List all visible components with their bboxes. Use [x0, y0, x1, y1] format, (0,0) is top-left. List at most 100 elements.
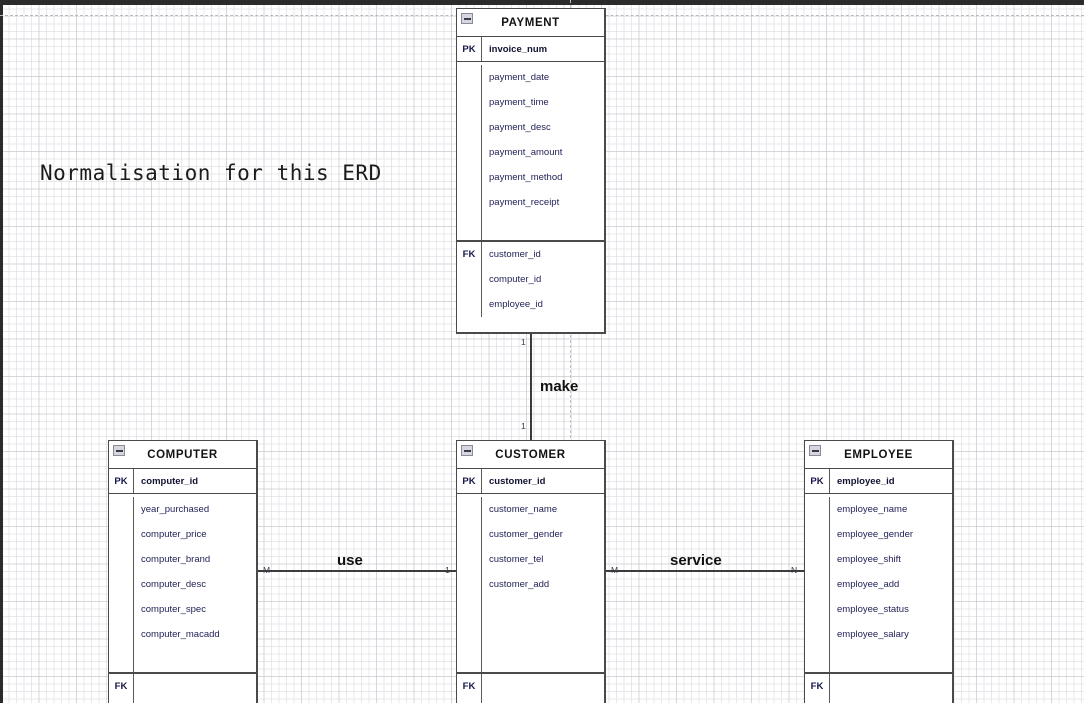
- entity-computer-name: COMPUTER: [147, 448, 218, 461]
- window-left-strip: [0, 0, 3, 703]
- connector-make[interactable]: [530, 334, 532, 440]
- relationship-label-use: use: [337, 552, 363, 569]
- table-row[interactable]: FK customer_id: [457, 242, 604, 267]
- entity-employee[interactable]: EMPLOYEE PK employee_id employee_name em…: [804, 440, 954, 703]
- table-row[interactable]: employee_gender: [805, 522, 952, 547]
- customer-foreign-keys: FK: [457, 672, 604, 703]
- payment-foreign-keys: FK customer_id computer_id employee_id: [457, 240, 604, 317]
- computer-attr-5: computer_macadd: [141, 629, 220, 640]
- payment-attributes: payment_date payment_time payment_desc p…: [457, 62, 604, 240]
- computer-attr-1: computer_price: [141, 529, 207, 540]
- customer-attr-1: customer_gender: [489, 529, 563, 540]
- collapse-minus-icon[interactable]: [113, 445, 125, 456]
- employee-attr-5: employee_salary: [837, 629, 909, 640]
- customer-fk-label: FK: [457, 674, 482, 699]
- table-row[interactable]: PK computer_id: [109, 469, 256, 494]
- table-row[interactable]: PK customer_id: [457, 469, 604, 494]
- key-blank: [457, 547, 482, 572]
- table-row[interactable]: customer_name: [457, 497, 604, 522]
- entity-payment-header[interactable]: PAYMENT: [457, 9, 604, 37]
- payment-fk-1: computer_id: [489, 274, 542, 285]
- entity-customer[interactable]: CUSTOMER PK customer_id customer_name cu…: [456, 440, 606, 703]
- table-row[interactable]: FK: [457, 674, 604, 699]
- table-row[interactable]: computer_desc: [109, 572, 256, 597]
- computer-pk-field: computer_id: [141, 475, 199, 487]
- connector-service[interactable]: [606, 570, 804, 572]
- entity-employee-header[interactable]: EMPLOYEE: [805, 441, 952, 469]
- table-row[interactable]: customer_gender: [457, 522, 604, 547]
- collapse-minus-icon[interactable]: [809, 445, 821, 456]
- entity-employee-name: EMPLOYEE: [844, 448, 913, 461]
- collapse-minus-icon[interactable]: [461, 445, 473, 456]
- table-row[interactable]: employee_add: [805, 572, 952, 597]
- table-row[interactable]: employee_id: [457, 292, 604, 317]
- table-row-spacer: [805, 699, 952, 703]
- employee-attr-0: employee_name: [837, 504, 908, 515]
- table-row[interactable]: customer_add: [457, 572, 604, 597]
- table-row[interactable]: computer_price: [109, 522, 256, 547]
- key-blank: [805, 597, 830, 622]
- entity-computer-header[interactable]: COMPUTER: [109, 441, 256, 469]
- customer-pk-label: PK: [457, 469, 482, 493]
- key-blank: [109, 699, 134, 703]
- payment-fk-label: FK: [457, 242, 482, 267]
- table-row[interactable]: payment_amount: [457, 140, 604, 165]
- key-blank: [457, 165, 482, 190]
- computer-attr-4: computer_spec: [141, 604, 206, 615]
- key-blank: [457, 622, 482, 647]
- payment-attr-2: payment_desc: [489, 122, 551, 133]
- entity-payment[interactable]: PAYMENT PK invoice_num payment_date paym…: [456, 8, 606, 334]
- table-row[interactable]: employee_name: [805, 497, 952, 522]
- key-blank: [457, 699, 482, 703]
- payment-attr-1: payment_time: [489, 97, 549, 108]
- employee-foreign-keys: FK: [805, 672, 952, 703]
- employee-fk-label: FK: [805, 674, 830, 699]
- table-row[interactable]: computer_macadd: [109, 622, 256, 647]
- table-row[interactable]: computer_spec: [109, 597, 256, 622]
- entity-computer[interactable]: COMPUTER PK computer_id year_purchased c…: [108, 440, 258, 703]
- cardinality-use-left: M: [263, 565, 271, 575]
- table-row[interactable]: payment_receipt: [457, 190, 604, 215]
- diagram-title: Normalisation for this ERD: [40, 161, 382, 185]
- key-blank: [457, 90, 482, 115]
- table-row-spacer: [457, 699, 604, 703]
- table-row[interactable]: customer_tel: [457, 547, 604, 572]
- table-row[interactable]: payment_desc: [457, 115, 604, 140]
- table-row[interactable]: FK: [109, 674, 256, 699]
- table-row[interactable]: payment_time: [457, 90, 604, 115]
- table-row[interactable]: PK employee_id: [805, 469, 952, 494]
- table-row[interactable]: employee_status: [805, 597, 952, 622]
- table-row[interactable]: computer_brand: [109, 547, 256, 572]
- entity-payment-name: PAYMENT: [501, 16, 560, 29]
- collapse-minus-icon[interactable]: [461, 13, 473, 24]
- table-row[interactable]: payment_date: [457, 65, 604, 90]
- table-row[interactable]: employee_salary: [805, 622, 952, 647]
- entity-customer-header[interactable]: CUSTOMER: [457, 441, 604, 469]
- key-blank: [457, 267, 482, 292]
- table-row[interactable]: PK invoice_num: [457, 37, 604, 62]
- key-blank: [109, 572, 134, 597]
- employee-attr-1: employee_gender: [837, 529, 914, 540]
- key-blank: [805, 647, 830, 672]
- key-blank: [109, 547, 134, 572]
- cardinality-service-right: N: [791, 565, 798, 575]
- table-row[interactable]: FK: [805, 674, 952, 699]
- relationship-label-service: service: [670, 552, 722, 569]
- payment-fk-0: customer_id: [489, 249, 541, 260]
- key-blank: [109, 597, 134, 622]
- customer-attr-3: customer_add: [489, 579, 550, 590]
- table-row-spacer: [457, 215, 604, 240]
- table-row[interactable]: computer_id: [457, 267, 604, 292]
- employee-attr-2: employee_shift: [837, 554, 901, 565]
- computer-foreign-keys: FK: [109, 672, 256, 703]
- window-top-strip: [0, 0, 1084, 5]
- connector-use[interactable]: [258, 570, 456, 572]
- table-row[interactable]: year_purchased: [109, 497, 256, 522]
- customer-attr-0: customer_name: [489, 504, 558, 515]
- payment-pk-label: PK: [457, 37, 482, 61]
- key-blank: [805, 699, 830, 703]
- table-row[interactable]: payment_method: [457, 165, 604, 190]
- table-row[interactable]: employee_shift: [805, 547, 952, 572]
- computer-attributes: year_purchased computer_price computer_b…: [109, 494, 256, 672]
